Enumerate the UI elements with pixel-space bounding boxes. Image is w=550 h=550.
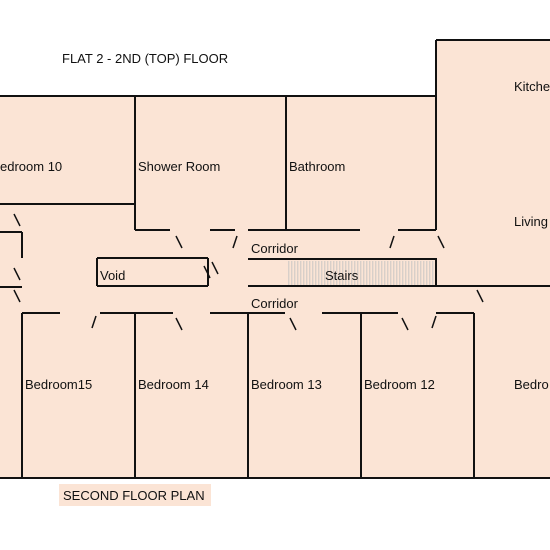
room-label-bedroom-right: Bedro [514, 377, 549, 392]
room-label-corridor-lower: Corridor [251, 296, 298, 311]
plan-caption: SECOND FLOOR PLAN [59, 484, 211, 506]
room-label-bathroom: Bathroom [289, 159, 346, 174]
room-label-bedroom-15: Bedroom15 [25, 377, 93, 392]
stairs-hatch [287, 261, 436, 285]
room-label-bedroom-14: Bedroom 14 [138, 377, 209, 392]
walls [0, 39, 550, 479]
room-label-bedroom-12: Bedroom 12 [364, 377, 435, 392]
room-label-shower-room: Shower Room [138, 159, 221, 174]
room-label-stairs: Stairs [325, 268, 359, 283]
room-label-bedroom-13: Bedroom 13 [251, 377, 322, 392]
room-label-corridor-upper: Corridor [251, 241, 298, 256]
room-label-bedroom-10: edroom 10 [0, 159, 63, 174]
room-label-void: Void [100, 268, 126, 283]
plan-title: FLAT 2 - 2ND (TOP) FLOOR [62, 51, 229, 66]
room-label-living: Living [514, 214, 548, 229]
room-label-kitchen: Kitche [514, 79, 550, 94]
door-ticks [13, 213, 484, 331]
